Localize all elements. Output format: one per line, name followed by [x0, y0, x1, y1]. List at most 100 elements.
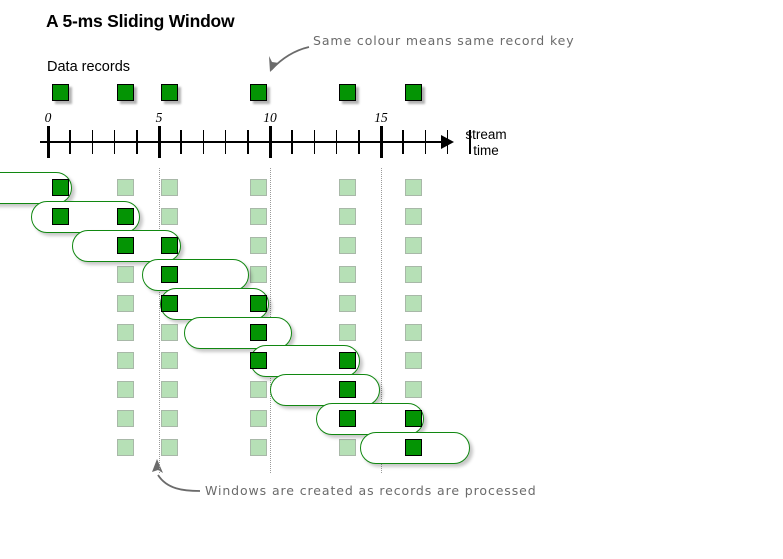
- ghost-record-square: [405, 208, 422, 225]
- axis-tick-label: 5: [155, 110, 163, 125]
- axis-major-tick: [268, 126, 272, 158]
- axis-minor-tick: [313, 130, 316, 154]
- ghost-record-square: [117, 295, 134, 312]
- data-record-square: [52, 84, 69, 101]
- axis-minor-tick: [224, 130, 227, 154]
- sliding-window-box: [250, 345, 360, 377]
- ghost-record-square: [250, 208, 267, 225]
- annotation-same-colour: Same colour means same record key: [313, 33, 575, 48]
- ghost-record-square: [250, 352, 267, 369]
- data-records-label: Data records: [47, 59, 131, 75]
- axis-major-tick: [157, 126, 161, 158]
- window-record-square: [250, 324, 267, 341]
- ghost-record-square: [161, 237, 178, 254]
- window-record-square: [250, 295, 267, 312]
- window-record-square: [117, 237, 134, 254]
- ghost-record-square: [339, 237, 356, 254]
- ghost-record-square: [405, 295, 422, 312]
- ghost-record-square: [405, 381, 422, 398]
- ghost-record-square: [161, 410, 178, 427]
- sliding-window-box: [160, 288, 269, 320]
- sliding-window-box: [270, 374, 380, 406]
- axis-minor-tick: [424, 130, 427, 154]
- data-record-square: [339, 84, 356, 101]
- window-record-square: [161, 266, 178, 283]
- ghost-record-square: [161, 352, 178, 369]
- ghost-record-square: [339, 208, 356, 225]
- ghost-record-square: [117, 439, 134, 456]
- stream-axis-line: [40, 141, 444, 143]
- ghost-record-square: [405, 179, 422, 196]
- stream-time-caption: stream time: [456, 127, 516, 159]
- axis-minor-tick: [469, 130, 471, 154]
- ghost-record-square: [405, 439, 422, 456]
- sliding-window-box: [316, 403, 424, 435]
- axis-major-tick: [379, 126, 383, 158]
- ghost-record-square: [250, 381, 267, 398]
- ghost-record-square: [117, 208, 134, 225]
- stream-caption-line-2: time: [473, 143, 499, 158]
- ghost-record-square: [161, 179, 178, 196]
- sliding-window-box: [142, 259, 249, 291]
- window-record-square: [117, 208, 134, 225]
- ghost-record-square: [405, 352, 422, 369]
- axis-tick-label: 15: [374, 110, 388, 125]
- ghost-record-square: [117, 179, 134, 196]
- ghost-record-square: [161, 295, 178, 312]
- ghost-record-square: [117, 266, 134, 283]
- window-record-square: [52, 179, 69, 196]
- ghost-record-square: [250, 179, 267, 196]
- sliding-window-box: [72, 230, 181, 262]
- ghost-record-square: [405, 266, 422, 283]
- window-record-square: [161, 237, 178, 254]
- axis-major-tick: [46, 126, 50, 158]
- axis-minor-tick: [113, 130, 116, 154]
- ghost-record-square: [339, 439, 356, 456]
- ghost-record-square: [250, 410, 267, 427]
- ghost-record-square: [250, 295, 267, 312]
- window-record-square: [52, 208, 69, 225]
- ghost-record-square: [405, 324, 422, 341]
- data-record-square: [161, 84, 178, 101]
- ghost-record-square: [339, 266, 356, 283]
- vertical-guide-line: [381, 168, 383, 473]
- ghost-record-square: [161, 381, 178, 398]
- axis-minor-tick: [91, 130, 94, 154]
- window-record-square: [405, 410, 422, 427]
- ghost-record-square: [250, 324, 267, 341]
- window-record-square: [339, 381, 356, 398]
- window-record-square: [339, 352, 356, 369]
- window-record-square: [250, 352, 267, 369]
- data-record-square: [117, 84, 134, 101]
- ghost-record-square: [250, 237, 267, 254]
- axis-minor-tick: [291, 130, 293, 154]
- ghost-record-square: [339, 324, 356, 341]
- axis-minor-tick: [446, 130, 449, 154]
- data-record-square: [405, 84, 422, 101]
- annotation-windows-created: Windows are created as records are proce…: [205, 483, 537, 498]
- axis-minor-tick: [358, 130, 360, 154]
- window-record-square: [405, 439, 422, 456]
- sliding-window-box: [0, 172, 72, 204]
- stream-caption-line-1: stream: [465, 127, 507, 142]
- ghost-record-square: [117, 324, 134, 341]
- ghost-record-square: [161, 266, 178, 283]
- page-title: A 5-ms Sliding Window: [46, 11, 235, 31]
- axis-tick-label: 10: [263, 110, 277, 125]
- ghost-record-square: [117, 237, 134, 254]
- ghost-record-square: [405, 410, 422, 427]
- axis-minor-tick: [180, 130, 182, 154]
- axis-minor-tick: [69, 130, 71, 154]
- ghost-record-square: [405, 237, 422, 254]
- axis-tick-label: 0: [44, 110, 52, 125]
- sliding-window-box: [184, 317, 292, 349]
- ghost-record-square: [339, 352, 356, 369]
- axis-minor-tick: [335, 130, 338, 154]
- ghost-record-square: [161, 208, 178, 225]
- vertical-guide-line: [270, 168, 272, 473]
- vertical-guide-line: [159, 168, 161, 473]
- ghost-record-square: [117, 410, 134, 427]
- ghost-record-square: [339, 295, 356, 312]
- ghost-record-square: [250, 439, 267, 456]
